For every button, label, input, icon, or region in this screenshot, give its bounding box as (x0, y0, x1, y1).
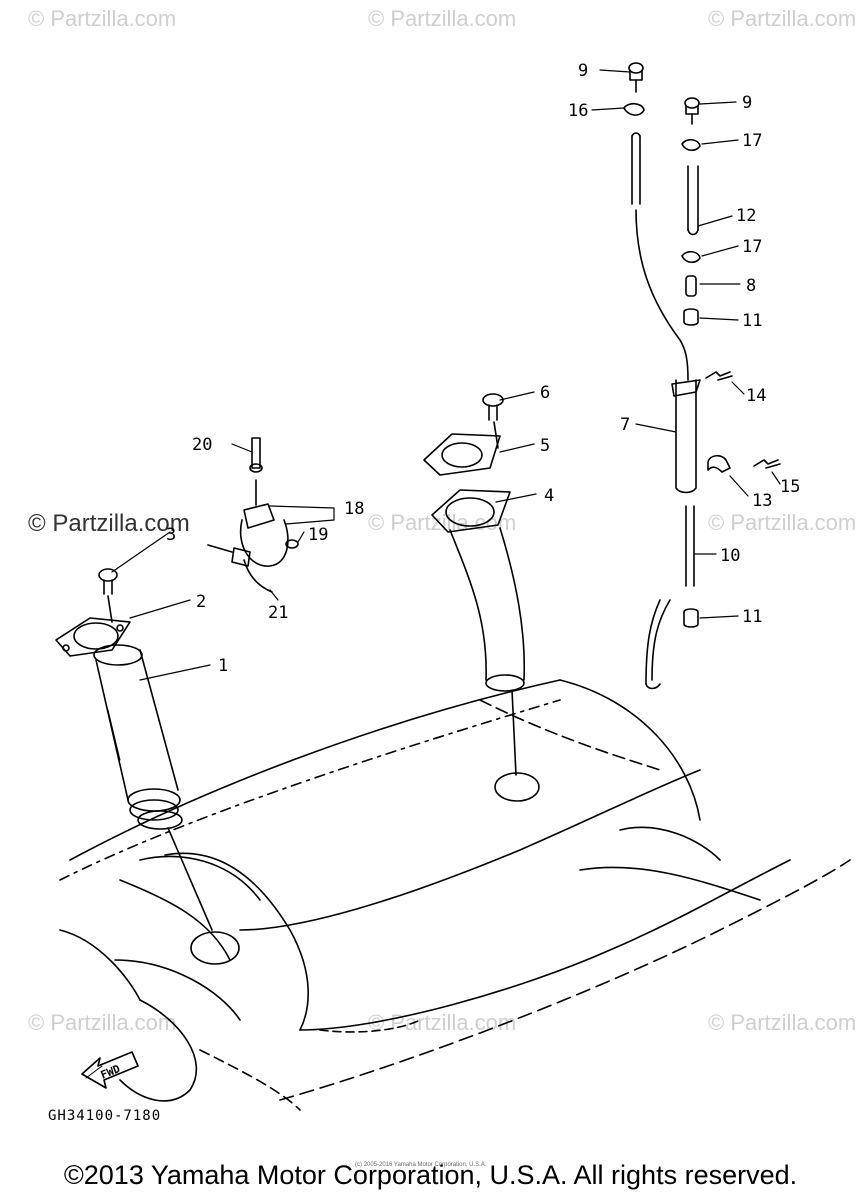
callout-10: 10 (720, 546, 740, 566)
callout-15: 15 (780, 477, 800, 497)
callout-9-left: 9 (578, 61, 588, 81)
callout-2: 2 (196, 592, 206, 612)
watermark: © Partzilla.com (368, 1010, 517, 1035)
callout-17-lower: 17 (742, 237, 762, 257)
small-copyright-note: (c) 2005-2016 Yamaha Motor Corporation, … (355, 1162, 487, 1168)
callout-20: 20 (192, 435, 212, 455)
callout-16: 16 (568, 101, 588, 121)
drawing-id: GH34100-7180 (48, 1108, 162, 1124)
watermark: © Partzilla.com (28, 6, 177, 31)
callout-labels: 1 2 3 4 5 6 7 8 9 9 10 11 11 12 13 14 15… (166, 61, 800, 676)
watermark: © Partzilla.com (368, 510, 517, 535)
callout-12: 12 (736, 206, 756, 226)
gasket-part-5 (423, 433, 501, 476)
watermark: © Partzilla.com (368, 6, 517, 31)
callout-3: 3 (166, 525, 176, 545)
hull-outline (59, 679, 851, 1111)
callout-21: 21 (268, 603, 288, 623)
watermark: © Partzilla.com (708, 510, 857, 535)
callout-17-top: 17 (742, 131, 762, 151)
copyright-notice: ©2013 Yamaha Motor Corporation, U.S.A. A… (63, 1160, 798, 1190)
watermark: © Partzilla.com (708, 6, 857, 31)
screw-part-6 (482, 393, 504, 449)
callout-11-bottom: 11 (742, 607, 762, 627)
callout-19: 19 (308, 525, 328, 545)
screw-part-3 (98, 568, 118, 623)
callout-14: 14 (746, 386, 766, 406)
callout-9-right: 9 (742, 93, 752, 113)
clamp-assembly-parts-18-21 (207, 437, 299, 593)
hose-assembly-parts-7-17 (623, 62, 781, 690)
callout-13: 13 (752, 491, 772, 511)
callout-5: 5 (540, 436, 550, 456)
callout-11-top: 11 (742, 311, 762, 331)
callout-7: 7 (620, 415, 630, 435)
watermark-highlighted: © Partzilla.com (28, 510, 190, 537)
callout-6: 6 (540, 383, 550, 403)
watermark: © Partzilla.com (708, 1010, 857, 1035)
callout-1: 1 (218, 656, 228, 676)
watermark: © Partzilla.com (28, 1010, 177, 1035)
fwd-arrow-icon: FWD (81, 1051, 139, 1089)
vent-pipe-part-4 (431, 489, 526, 776)
callout-8: 8 (746, 276, 756, 296)
callout-18: 18 (344, 499, 364, 519)
filler-pipe-part-1 (55, 617, 213, 931)
callout-4: 4 (544, 486, 554, 506)
leader-lines (111, 69, 781, 681)
